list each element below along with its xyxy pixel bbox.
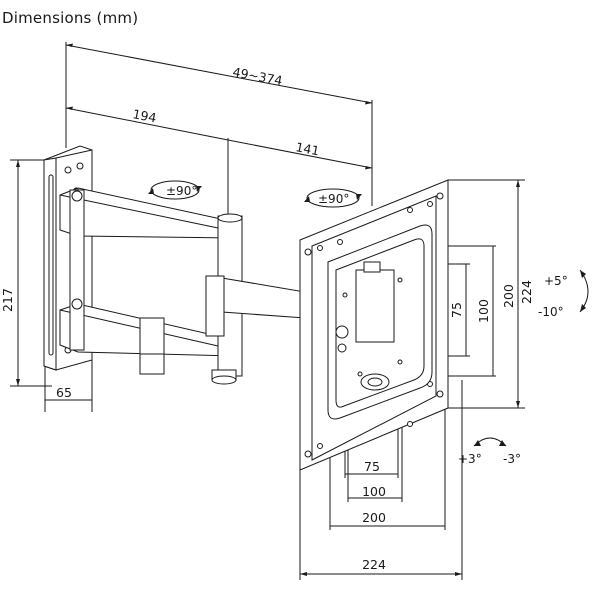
- vesa-v-100-label: 100: [476, 299, 491, 323]
- vesa-h-75-label: 75: [364, 459, 380, 474]
- tilt-up-label: +5°: [544, 274, 568, 288]
- tv-plate: [299, 179, 449, 471]
- dimension-arrowheads: [16, 43, 520, 576]
- vesa-v-75-label: 75: [449, 302, 464, 318]
- wall-height-dim-label: 217: [0, 288, 15, 312]
- swivel-arm2-label: ±90°: [318, 192, 349, 206]
- vesa-v-200-label: 200: [501, 284, 516, 308]
- vesa-h-200-label: 200: [362, 510, 386, 525]
- vesa-h-100-label: 100: [362, 484, 386, 499]
- arm1-dim-label: 194: [131, 106, 157, 125]
- tilt-down-label: -10°: [538, 305, 564, 319]
- rotate-plus-label: +3°: [458, 452, 482, 466]
- wall-width-dim-label: 65: [56, 385, 72, 400]
- diagram-title: Dimensions (mm): [2, 9, 139, 27]
- reach-dim-label: 49~374: [231, 64, 283, 88]
- vesa-v-224-label: 224: [519, 280, 534, 304]
- dimension-lines: [17, 44, 519, 575]
- arm2-dim-label: 141: [294, 139, 320, 158]
- swivel-arrow-arm2: [304, 188, 362, 208]
- tilt-arrow: [579, 269, 589, 313]
- rotate-minus-label: -3°: [503, 452, 521, 466]
- vesa-h-224-label: 224: [362, 557, 386, 572]
- rotate-arrow: [473, 437, 507, 447]
- swivel-arm1-label: ±90°: [166, 184, 197, 198]
- arm-two: [205, 275, 306, 337]
- swivel-arrow-arm1: [148, 180, 202, 200]
